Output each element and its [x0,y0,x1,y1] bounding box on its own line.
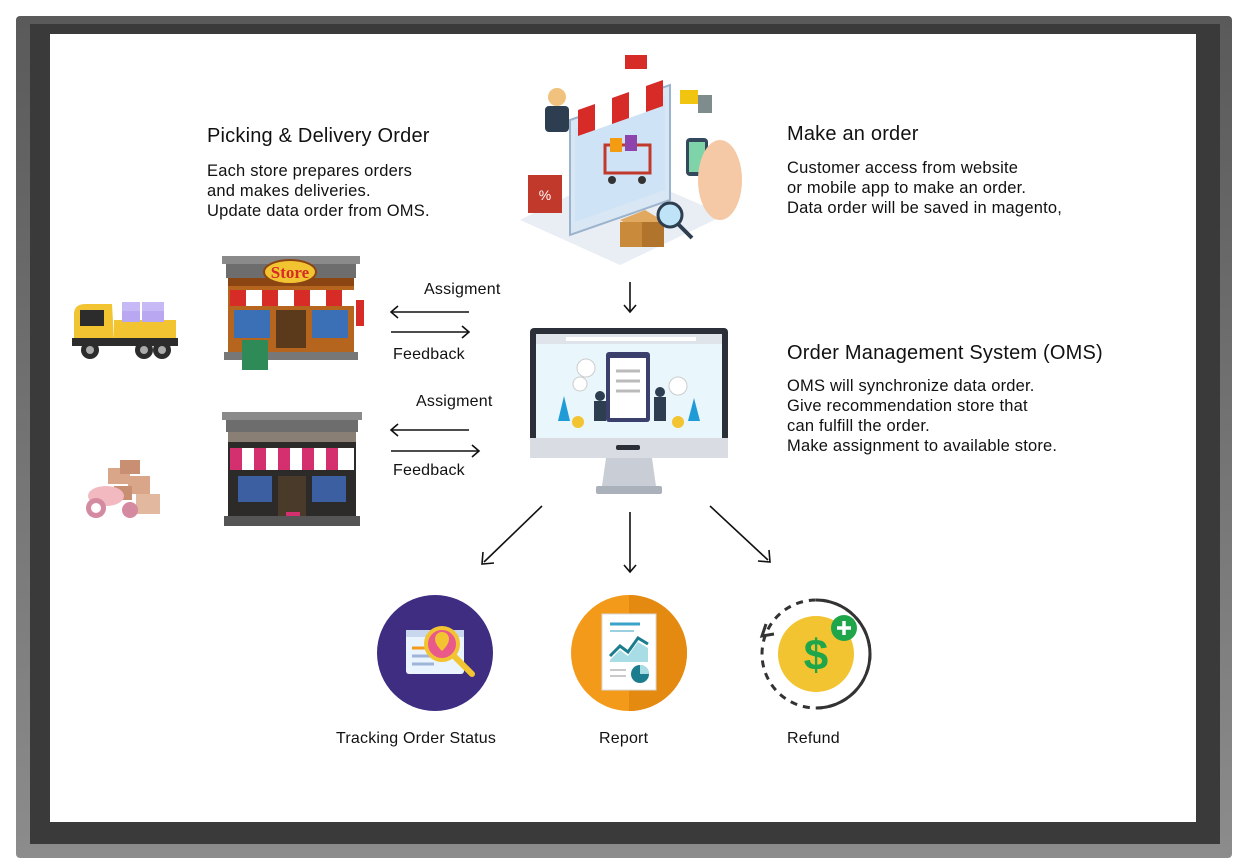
store-building-1: Store [222,256,364,370]
store2-assignment-label: Assigment [416,393,493,410]
store1-exchange-arrows [389,305,471,339]
oms-output-arrows [481,505,771,574]
report-document-icon [571,595,687,711]
store1-feedback-label: Feedback [393,346,465,363]
oms-monitor-icon [530,328,728,494]
oms-line: OMS will synchronize data order. [787,377,1035,395]
refund-dollar-icon: $ [759,598,872,710]
svg-text:%: % [539,187,551,203]
make-order-description: Customer access from website or mobile a… [787,158,1062,218]
make-order-line: Customer access from website [787,159,1019,177]
picking-description: Each store prepares orders and makes del… [207,161,430,221]
make-order-line: or mobile app to make an order. [787,179,1027,197]
oms-line: can fulfill the order. [787,417,930,435]
make-order-title: Make an order [787,123,919,145]
picking-line: Update data order from OMS. [207,202,430,220]
picking-line: Each store prepares orders [207,162,413,180]
delivery-scooter-icon [86,460,160,518]
store-sign-text: Store [271,263,310,282]
store1-assignment-label: Assigment [424,281,501,298]
oms-line: Give recommendation store that [787,397,1028,415]
store2-feedback-label: Feedback [393,462,465,479]
picking-title: Picking & Delivery Order [207,125,430,147]
svg-text:$: $ [804,631,828,680]
picking-line: and makes deliveries. [207,182,371,200]
oms-title: Order Management System (OMS) [787,342,1103,364]
store2-exchange-arrows [389,423,481,458]
store-building-2 [222,412,362,526]
oms-line: Make assignment to available store. [787,437,1058,455]
tracking-label: Tracking Order Status [336,730,497,747]
delivery-truck-icon [72,302,178,359]
tracking-magnifier-icon [377,595,493,711]
report-label: Report [599,730,649,747]
refund-label: Refund [787,730,840,747]
order-to-oms-arrow [623,282,637,314]
make-order-line: Data order will be saved in magento, [787,199,1063,217]
online-shopping-illustration: % [520,55,742,265]
oms-description: OMS will synchronize data order. Give re… [787,376,1057,456]
